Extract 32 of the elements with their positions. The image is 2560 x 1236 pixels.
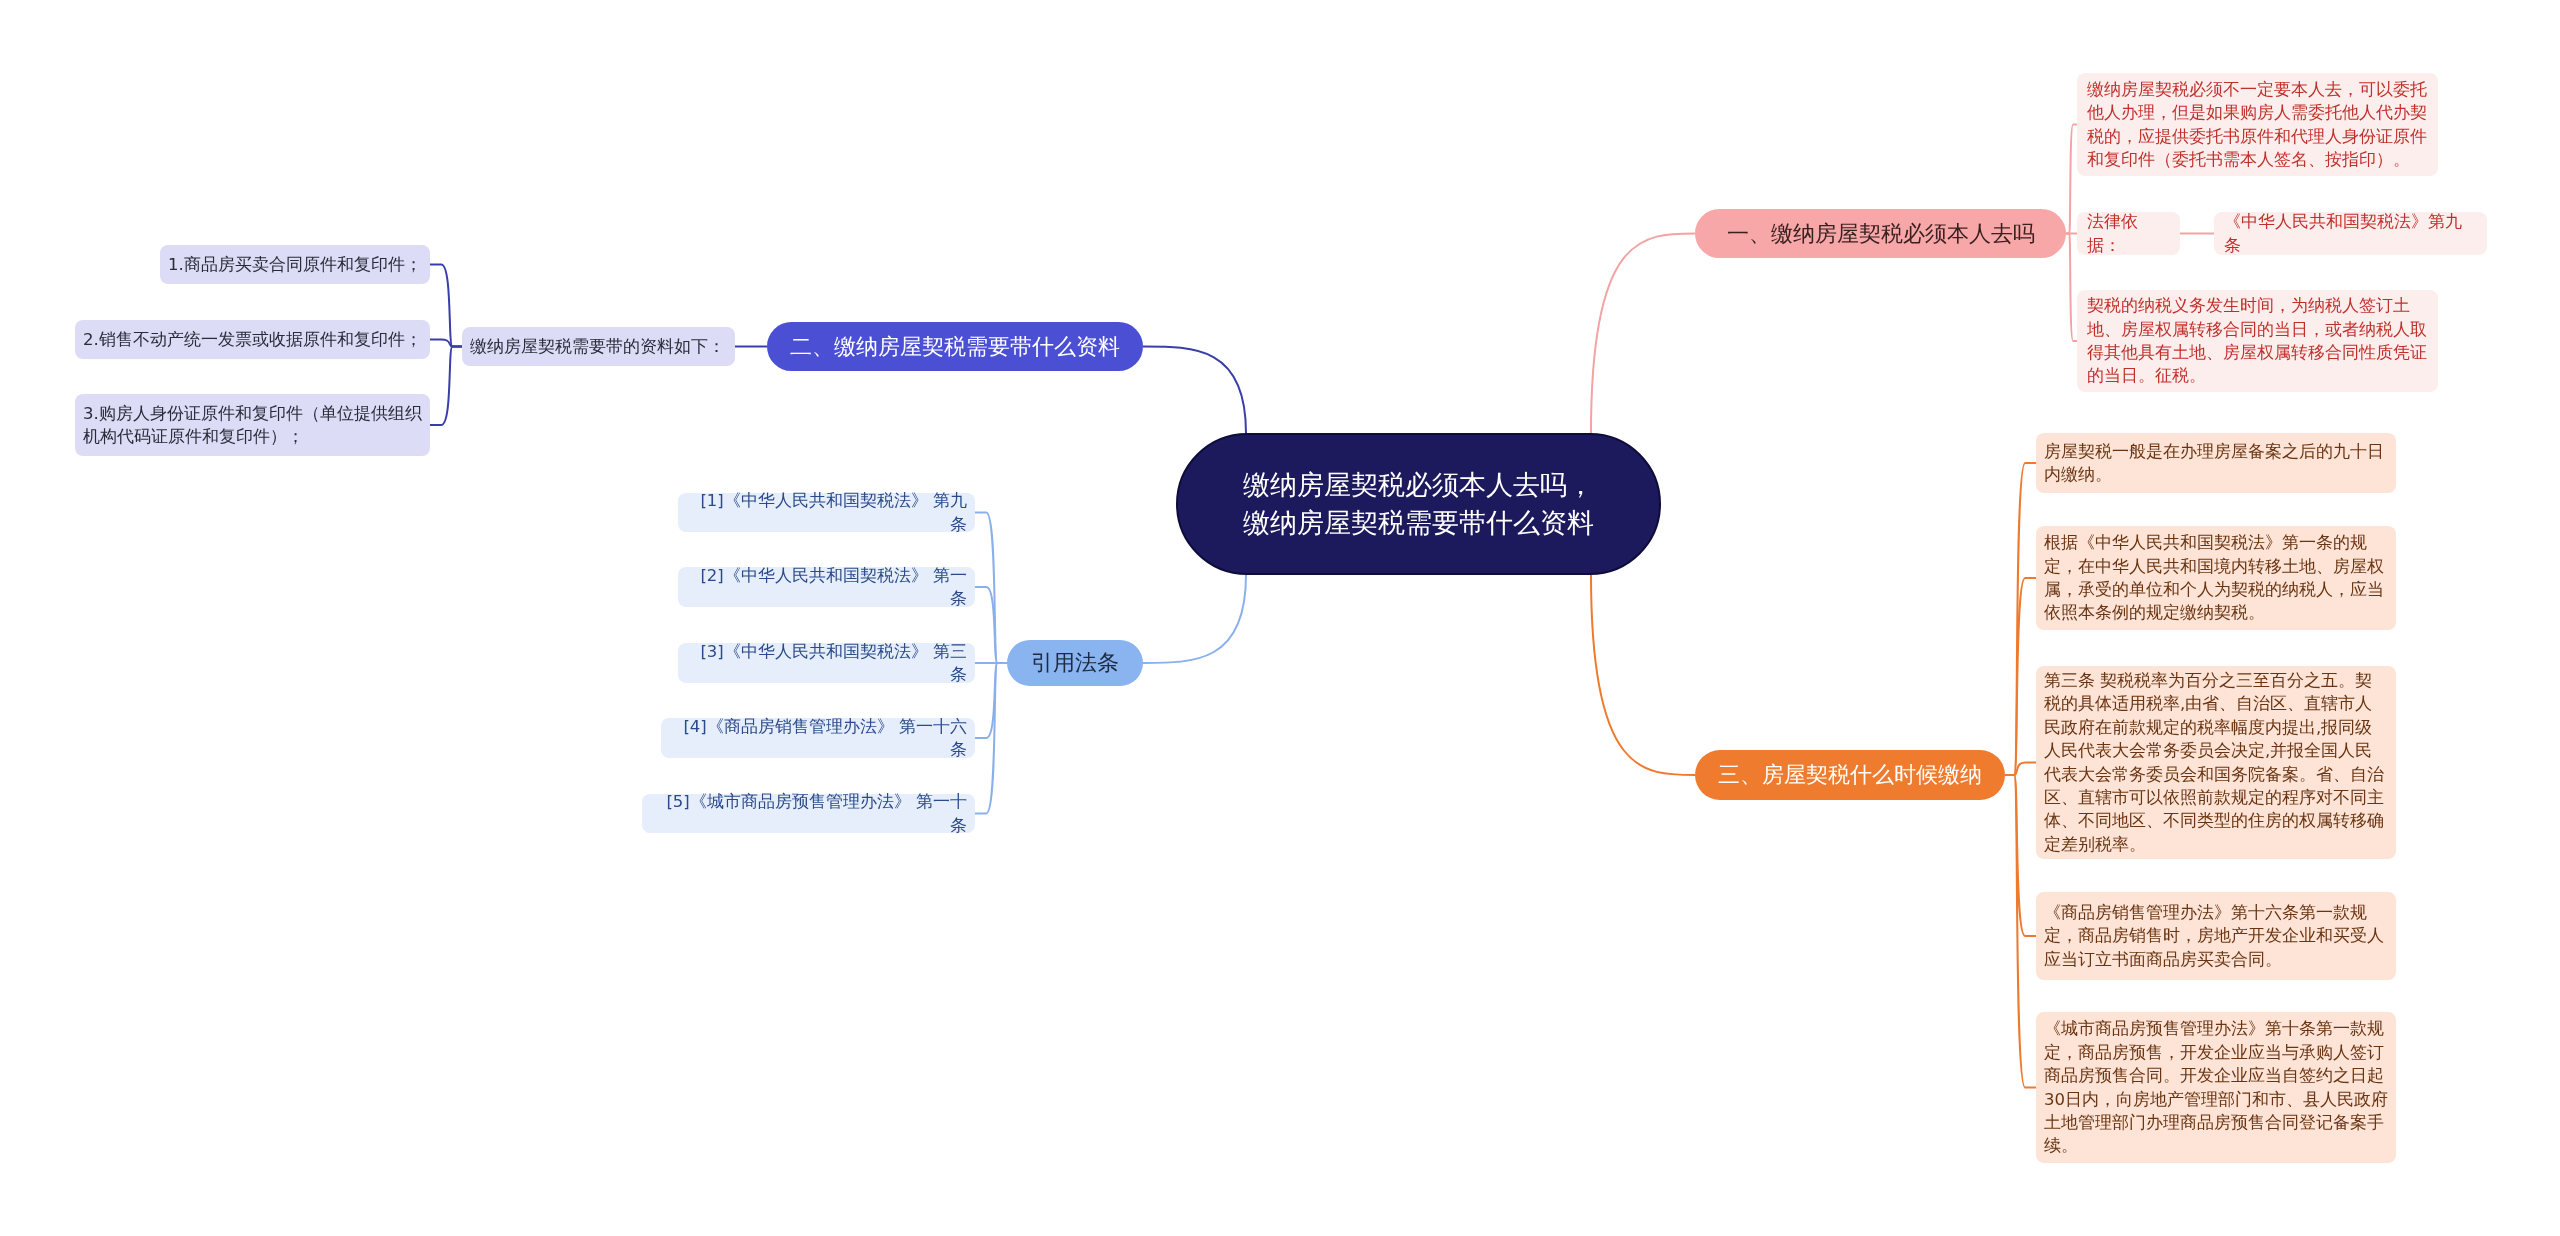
topic-box: 《城市商品房预售管理办法》第十条第一款规定，商品房预售，开发企业应当与承购人签订商品房预售合同。开发企业应当自签约之日起30日内，向房地产管理部门和市、县人民政府土地管理部门办理商品房预售合同登记备案手续。	[2036, 1012, 2396, 1163]
topic-box: 根据《中华人民共和国契税法》第一条的规定，在中华人民共和国境内转移土地、房屋权属，承受的单位和个人为契税的纳税人，应当依照本条例的规定缴纳契税。	[2036, 526, 2396, 630]
branch-topic: 引用法条	[1007, 640, 1143, 686]
branch-topic: 一、缴纳房屋契税必须本人去吗	[1695, 209, 2066, 258]
connector-line	[2179, 232, 2215, 235]
topic-box: 1.商品房买卖合同原件和复印件；	[160, 245, 430, 284]
branch-topic: 三、房屋契税什么时候缴纳	[1695, 750, 2005, 800]
topic-box: 第三条 契税税率为百分之三至百分之五。契税的具体适用税率,由省、自治区、直辖市人民政府在前款规定的税率幅度内提出,报同级人民代表大会常务委员会决定,并报全国人民代表大会常务委员会和国务院备案。省、自治区、直辖市可以依照前款规定的程序对不同主体、不同地区、不同类型的住房的权属转移确定差别税率。	[2036, 666, 2396, 859]
topic-box: 缴纳房屋契税需要带的资料如下：	[462, 327, 735, 366]
topic-box: [1]《中华人民共和国契税法》 第九条	[678, 493, 975, 532]
branch-topic: 二、缴纳房屋契税需要带什么资料	[767, 322, 1143, 371]
connector-line	[1590, 232, 1696, 434]
connector-line	[2004, 774, 2037, 1089]
central-topic: 缴纳房屋契税必须本人去吗，缴纳房屋契税需要带什么资料	[1176, 433, 1661, 575]
topic-box: 2.销售不动产统一发票或收据原件和复印件；	[75, 320, 430, 359]
topic-box: 《中华人民共和国契税法》第九条	[2214, 212, 2487, 255]
connector-line	[2004, 761, 2037, 776]
topic-box: 《商品房销售管理办法》第十六条第一款规定，商品房销售时，房地产开发企业和买受人应当订立书面商品房买卖合同。	[2036, 892, 2396, 980]
topic-box: 契税的纳税义务发生时间，为纳税人签订土地、房屋权属转移合同的当日，或者纳税人取得其他具有土地、房屋权属转移合同性质凭证的当日。征税。	[2077, 290, 2438, 392]
connector-line	[1142, 345, 1247, 434]
connector-line	[1142, 574, 1247, 664]
topic-box: 法律依据：	[2077, 212, 2180, 255]
topic-box: [4]《商品房销售管理办法》 第一十六条	[661, 718, 975, 758]
connector-line	[2065, 232, 2078, 342]
connector-line	[1590, 574, 1696, 776]
topic-box: [2]《中华人民共和国契税法》 第一条	[678, 567, 975, 607]
topic-box: 缴纳房屋契税必须不一定要本人去，可以委托他人办理，但是如果购房人需委托他人代办契税的，应提供委托书原件和代理人身份证原件和复印件（委托书需本人签名、按指印）。	[2077, 73, 2438, 176]
topic-box: [5]《城市商品房预售管理办法》 第一十条	[642, 794, 975, 833]
topic-box: [3]《中华人民共和国契税法》 第三条	[678, 643, 975, 683]
topic-box: 3.购房人身份证原件和复印件（单位提供组织机构代码证原件和复印件）；	[75, 394, 430, 456]
topic-box: 房屋契税一般是在办理房屋备案之后的九十日内缴纳。	[2036, 433, 2396, 493]
connector-line	[734, 345, 768, 348]
